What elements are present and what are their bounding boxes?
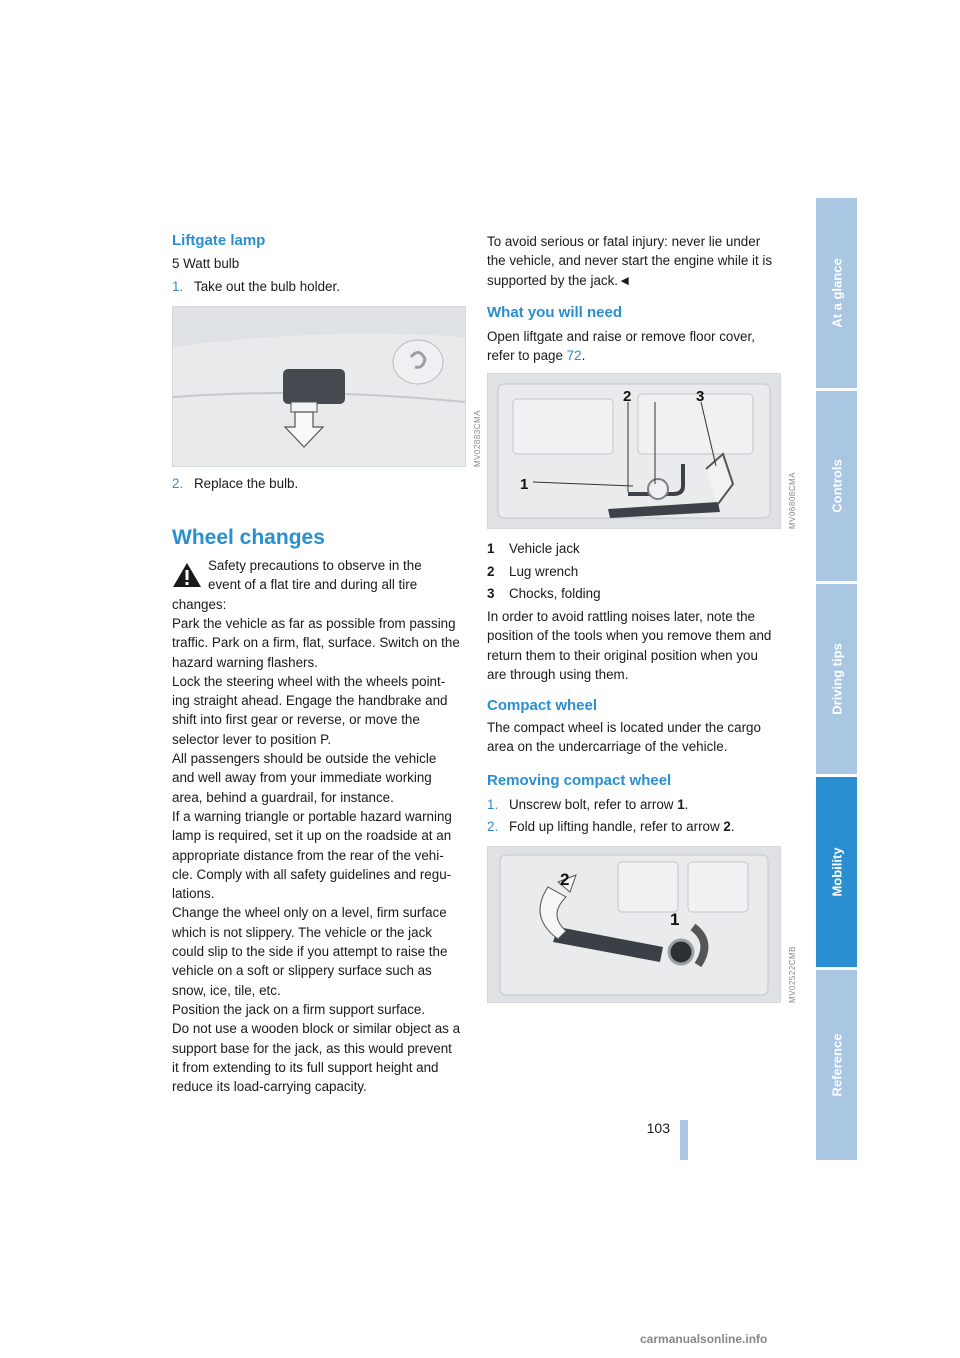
warning-block-line: could slip to the side if you attempt to… — [172, 944, 448, 959]
tools-illustration: 2 3 1 — [488, 374, 780, 528]
tab-controls[interactable]: Controls — [816, 391, 857, 581]
section-tabs: At a glance Controls Driving tips Mobili… — [816, 198, 857, 1160]
rattle-line: position of the tools when you remove th… — [487, 628, 772, 644]
removing-step-2: 2.Fold up lifting handle, refer to arrow… — [487, 819, 735, 834]
fig3-label-2: 2 — [560, 870, 569, 889]
warning-block-line: Position the jack on a firm support surf… — [172, 1001, 426, 1017]
legend-text: Chocks, folding — [509, 586, 601, 601]
legend-text: Vehicle jack — [509, 541, 580, 556]
warning-block-line: appropriate distance from the rear of th… — [172, 847, 444, 863]
warning-block-line: cle. Comply with all safety guidelines a… — [172, 866, 452, 882]
compact-wheel-figure: 2 1 — [487, 846, 781, 1003]
liftgate-step-1: 1.Take out the bulb holder. — [172, 279, 340, 294]
liftgate-lamp-heading: Liftgate lamp — [172, 232, 266, 249]
warning-triangle-icon — [173, 563, 201, 587]
legend-item: 1 Vehicle jack — [487, 539, 580, 559]
fig2-label-3: 3 — [696, 388, 704, 405]
warning-block-line: ing straight ahead. Engage the handbrake… — [172, 693, 448, 709]
warning-block-line: lamp is required, set it up on the roads… — [172, 828, 452, 844]
rattle-line: are through using them. — [487, 666, 629, 682]
warning-block-line: event of a flat tire and during all tire — [208, 577, 418, 593]
warn-cont-line: supported by the jack.◄ — [487, 272, 632, 288]
page-ref-link[interactable]: 72 — [566, 348, 582, 363]
legend-text: Lug wrench — [509, 563, 579, 579]
legend-number: 3 — [487, 586, 495, 601]
tab-reference[interactable]: Reference — [816, 970, 857, 1160]
warning-block-line: All passengers should be outside the veh… — [172, 751, 437, 766]
need-line-1: Open liftgate and raise or remove floor … — [487, 329, 755, 344]
liftgate-lamp-illustration — [173, 307, 465, 466]
fig3-code: MV02522CMB — [788, 946, 797, 1004]
tab-mobility[interactable]: Mobility — [816, 777, 857, 967]
liftgate-lamp-figure — [172, 306, 466, 467]
warning-block-line: hazard warning flashers. — [172, 654, 318, 670]
compact-line: area on the undercarriage of the vehicle… — [487, 739, 728, 755]
what-you-need-heading: What you will need — [487, 304, 623, 321]
removing-step-1: 1.Unscrew bolt, refer to arrow 1. — [487, 797, 689, 812]
wheel-changes-heading: Wheel changes — [172, 526, 325, 549]
removing-compact-wheel-heading: Removing compact wheel — [487, 772, 672, 789]
legend-number: 1 — [487, 541, 495, 556]
legend-item: 2 Lug wrench — [487, 562, 578, 582]
warning-block-line: area, behind a guardrail, for instance. — [172, 789, 394, 805]
warning-block-line: snow, ice, tile, etc. — [172, 982, 281, 998]
rattle-line: In order to avoid rattling noises later,… — [487, 609, 755, 624]
warn-cont-line: the vehicle, and never start the engine … — [487, 253, 773, 269]
warning-block-line: it from extending to its full support he… — [172, 1059, 439, 1075]
warning-block-line: changes: — [172, 596, 227, 612]
warning-block-line: Safety precautions to observe in the — [208, 558, 422, 573]
warning-block-line: which is not slippery. The vehicle or th… — [172, 924, 432, 940]
warning-block-line: Change the wheel only on a level, firm s… — [172, 905, 447, 921]
footer-watermark: carmanualsonline.info — [640, 1332, 768, 1346]
liftgate-step-2: 2.Replace the bulb. — [172, 476, 299, 491]
warn-cont-line: To avoid serious or fatal injury: never … — [487, 234, 761, 249]
rattle-line: return them to their original position w… — [487, 647, 758, 663]
warning-block-line: Lock the steering wheel with the wheels … — [172, 673, 446, 689]
page-number: 103 — [646, 1120, 670, 1136]
warning-block-line: reduce its load-carrying capacity. — [172, 1079, 367, 1095]
compact-wheel-heading: Compact wheel — [487, 697, 598, 714]
warning-block-line: Park the vehicle as far as possible from… — [172, 615, 456, 631]
legend-number: 2 — [487, 563, 495, 579]
warning-block-line: and well away from your immediate workin… — [172, 770, 432, 786]
fig1-code: MV02883CMA — [473, 410, 482, 468]
tab-driving-tips[interactable]: Driving tips — [816, 584, 857, 774]
tools-figure: 2 3 1 — [487, 373, 781, 529]
warning-block-line: traffic. Park on a firm, flat, surface. … — [172, 635, 460, 651]
warning-block-line: If a warning triangle or portable hazard… — [172, 808, 452, 824]
compact-line: The compact wheel is located under the c… — [487, 720, 761, 735]
warning-block-line: vehicle on a soft or slippery surface su… — [172, 963, 432, 979]
fig2-code: MV06808CMA — [788, 472, 797, 530]
need-line-2: refer to page 72. — [487, 348, 586, 363]
fig3-label-1: 1 — [670, 910, 679, 929]
page-number-bar — [680, 1120, 688, 1160]
bulb-spec: 5 Watt bulb — [172, 256, 240, 271]
warning-block-line: lations. — [172, 886, 215, 902]
compact-wheel-illustration: 2 1 — [488, 847, 780, 1002]
warning-block-line: shift into first gear or reverse, or mov… — [172, 712, 420, 728]
fig2-label-1: 1 — [520, 476, 528, 493]
warning-block-line: selector lever to position P. — [172, 731, 332, 747]
legend-item: 3 Chocks, folding — [487, 584, 601, 604]
warning-block-line: support base for the jack, as this would… — [172, 1040, 452, 1056]
tab-at-a-glance[interactable]: At a glance — [816, 198, 857, 388]
warning-block-line: Do not use a wooden block or similar obj… — [172, 1021, 461, 1037]
fig2-label-2: 2 — [623, 388, 631, 405]
